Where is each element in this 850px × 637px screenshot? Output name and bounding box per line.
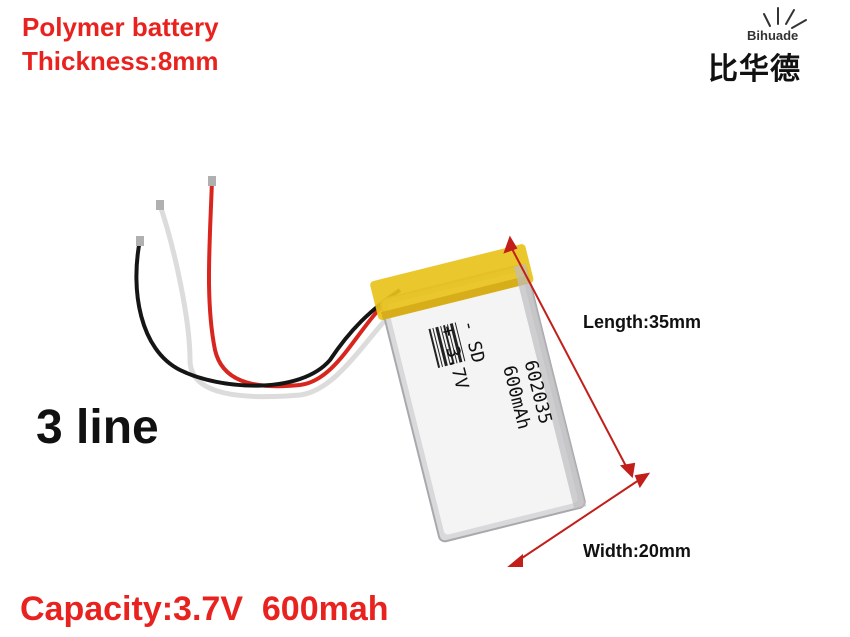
- wire-white: [157, 204, 407, 400]
- thickness-title: Thickness:8mm: [22, 46, 219, 76]
- logo-text-english: Bihuade: [747, 28, 799, 43]
- width-arrow: [507, 472, 651, 567]
- wire-black: [134, 239, 402, 388]
- length-label: Length:35mm: [583, 312, 702, 332]
- logo-sparkle-icon: [763, 7, 807, 29]
- width-label: Width:20mm: [583, 541, 691, 561]
- capacity-label: Capacity:3.7V 600mah: [20, 590, 389, 628]
- wire-red: [206, 179, 397, 389]
- length-arrow: [503, 235, 636, 479]
- wire-count-label: 3 line: [36, 401, 159, 454]
- product-type-title: Polymer battery: [22, 12, 219, 42]
- logo-text-chinese: 比华德: [708, 53, 801, 86]
- kapton-tape: [370, 244, 534, 321]
